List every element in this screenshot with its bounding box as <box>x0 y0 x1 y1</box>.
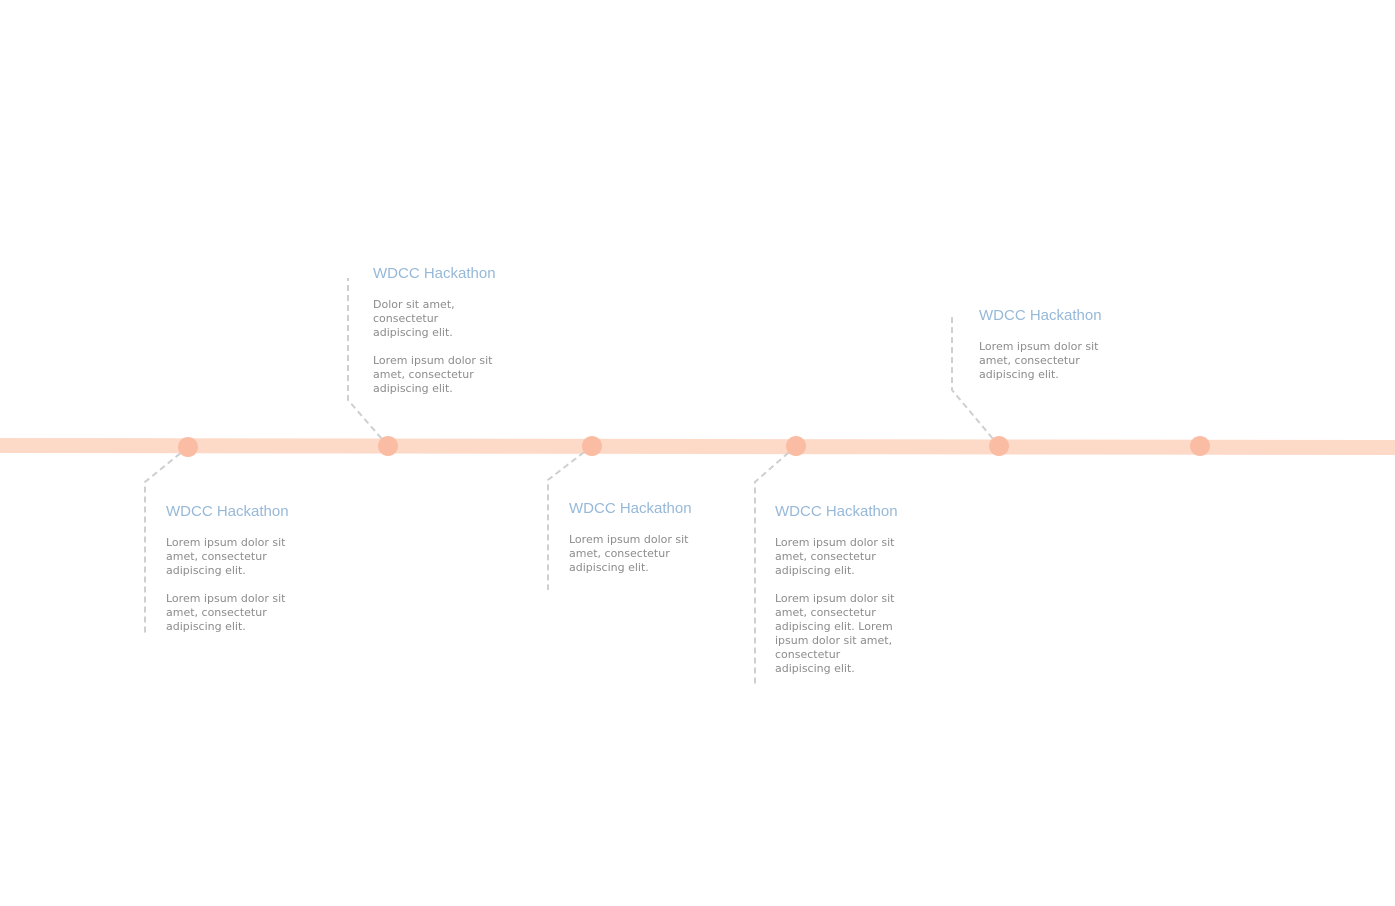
event-description: Lorem ipsum dolor sit amet, consectetur … <box>569 533 689 574</box>
event-connector <box>951 316 1000 447</box>
timeline-marker[interactable] <box>786 436 806 456</box>
event-title: WDCC Hackathon <box>775 503 898 520</box>
timeline-event: WDCC Hackathon Lorem ipsum dolor sit ame… <box>775 503 898 676</box>
event-connector <box>144 446 189 634</box>
timeline-marker[interactable] <box>378 436 398 456</box>
event-description: Lorem ipsum dolor sit amet, consectetur … <box>979 340 1099 381</box>
event-title: WDCC Hackathon <box>979 307 1102 324</box>
event-title: WDCC Hackathon <box>166 503 289 520</box>
event-description: Lorem ipsum dolor sit amet, consectetur … <box>166 536 286 577</box>
event-description: Lorem ipsum dolor sit amet, consectetur … <box>775 592 895 675</box>
timeline-event: WDCC Hackathon Dolor sit amet, consectet… <box>373 265 496 396</box>
event-description: Dolor sit amet, consectetur adipiscing e… <box>373 298 455 339</box>
event-description: Lorem ipsum dolor sit amet, consectetur … <box>166 592 286 633</box>
timeline-marker[interactable] <box>1190 436 1210 456</box>
event-title: WDCC Hackathon <box>569 500 692 517</box>
event-title: WDCC Hackathon <box>373 265 496 282</box>
timeline-track <box>0 438 1395 455</box>
event-connector <box>547 445 593 590</box>
timeline-event: WDCC Hackathon Lorem ipsum dolor sit ame… <box>569 500 692 575</box>
event-description: Lorem ipsum dolor sit amet, consectetur … <box>775 536 895 577</box>
timeline-marker[interactable] <box>178 437 198 457</box>
timeline-marker[interactable] <box>582 436 602 456</box>
timeline-marker[interactable] <box>989 436 1009 456</box>
timeline-event: WDCC Hackathon Lorem ipsum dolor sit ame… <box>166 503 289 634</box>
event-description: Lorem ipsum dolor sit amet, consectetur … <box>373 354 493 395</box>
timeline-event: WDCC Hackathon Lorem ipsum dolor sit ame… <box>979 307 1102 382</box>
event-connector <box>754 445 797 686</box>
event-connector <box>347 278 389 447</box>
